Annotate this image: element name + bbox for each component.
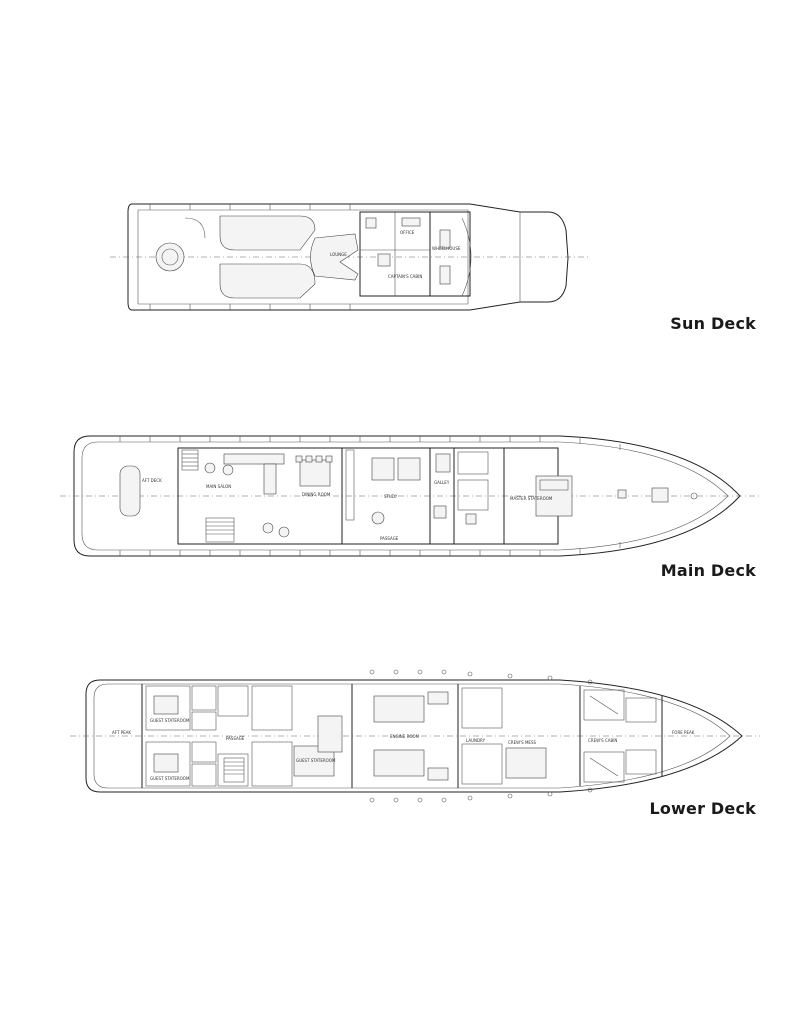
room-label-captains-cabin: CAPTAIN'S CABIN <box>388 274 422 279</box>
room-label-dining-room: DINING ROOM <box>302 492 331 497</box>
sun-deck-label: Sun Deck <box>670 314 756 333</box>
room-label-study: STUDY <box>384 494 398 499</box>
room-label-engine-room: ENGINE ROOM <box>390 734 420 739</box>
main-deck-label: Main Deck <box>660 561 756 580</box>
room-label-aft-peak: AFT PEAK <box>112 730 131 735</box>
lower-deck-plan: AFT PEAK GUEST STATEROOM GUEST STATEROOM… <box>70 669 760 803</box>
room-label-wheelhouse: WHEELHOUSE <box>432 246 461 251</box>
room-label-main-salon: MAIN SALON <box>206 484 231 489</box>
room-label-galley: GALLEY <box>434 480 450 485</box>
room-label-aft-deck: AFT DECK <box>142 478 162 483</box>
lower-deck-section: AFT PEAK GUEST STATEROOM GUEST STATEROOM… <box>0 662 800 827</box>
sun-deck-plan: LOUNGE OFFICE CAPTAIN'S CABIN WHEELHOUSE <box>110 203 590 311</box>
room-label-guest-stateroom-1: GUEST STATEROOM <box>150 718 190 723</box>
room-label-lounge: LOUNGE <box>330 252 347 257</box>
main-deck-section: AFT DECK MAIN SALON DINING ROOM <box>0 420 800 590</box>
room-label-office: OFFICE <box>400 230 415 235</box>
room-label-passage-lower: PASSAGE <box>226 736 245 741</box>
sun-deck-section: LOUNGE OFFICE CAPTAIN'S CABIN WHEELHOUSE… <box>0 190 800 340</box>
lower-deck-label: Lower Deck <box>649 799 756 818</box>
room-label-laundry: LAUNDRY <box>466 738 486 743</box>
room-label-guest-stateroom-3: GUEST STATEROOM <box>296 758 336 763</box>
room-label-crews-mess: CREW'S MESS <box>508 740 536 745</box>
room-label-crews-cabin: CREW'S CABIN <box>588 738 617 743</box>
room-label-fore-peak: FORE PEAK <box>672 730 695 735</box>
room-label-guest-stateroom-2: GUEST STATEROOM <box>150 776 190 781</box>
room-label-master-stateroom: MASTER STATEROOM <box>510 496 553 501</box>
main-deck-plan: AFT DECK MAIN SALON DINING ROOM <box>60 435 760 557</box>
room-label-passage: PASSAGE <box>380 536 399 541</box>
